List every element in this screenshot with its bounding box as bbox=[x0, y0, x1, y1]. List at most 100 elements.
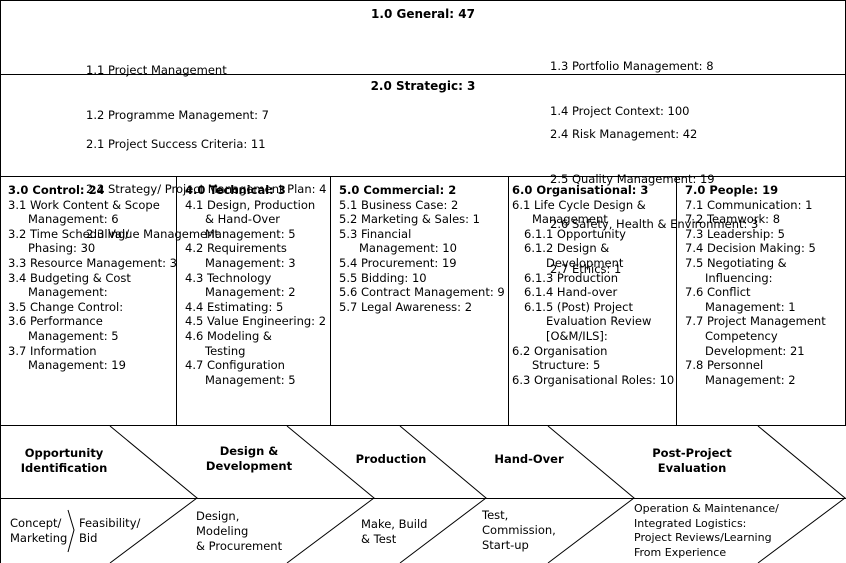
strategic-item: 2.7 Ethics: 1 bbox=[550, 262, 622, 276]
competency-line: 7.8 Personnel bbox=[685, 358, 764, 373]
general-title: 1.0 General: 47 bbox=[371, 7, 475, 21]
phase-production: Production bbox=[355, 452, 427, 466]
competency-line: Testing bbox=[205, 343, 246, 358]
competency-line: 5.3 Financial bbox=[339, 226, 412, 241]
column-title: 6.0 Organisational: 3 bbox=[512, 183, 649, 197]
competency-line: 5.1 Business Case: 2 bbox=[339, 197, 459, 212]
competency-line: Management: 6 bbox=[28, 212, 119, 227]
column-title: 4.0 Technical: 3 bbox=[185, 183, 286, 197]
strategic-left-list: 2.1 Project Success Criteria: 11 2.2 Str… bbox=[86, 107, 326, 257]
competency-line: 5.2 Marketing & Sales: 1 bbox=[339, 212, 480, 227]
activity-design-modeling-procurement: Design,Modeling& Procurement bbox=[196, 509, 283, 553]
competency-line: 7.3 Leadership: 5 bbox=[685, 226, 785, 241]
competency-line: Management: 5 bbox=[205, 372, 296, 387]
column-divider-3 bbox=[508, 176, 509, 426]
frame-top bbox=[0, 0, 846, 1]
competency-line: 4.5 Value Engineering: 2 bbox=[185, 314, 327, 329]
competency-line: 6.1.1 Opportunity bbox=[524, 226, 626, 241]
competency-line: 3.3 Resource Management: 3 bbox=[8, 255, 177, 270]
column-divider-4 bbox=[676, 176, 677, 426]
activity-chevron bbox=[67, 509, 75, 553]
competency-line: Management: 19 bbox=[28, 358, 126, 373]
phase-design-development: Design &Development bbox=[205, 444, 293, 473]
competency-line: 6.2 Organisation bbox=[512, 343, 608, 358]
column-divider-2 bbox=[330, 176, 331, 426]
competency-line: Management: 10 bbox=[359, 241, 457, 256]
strategic-right-list: 2.4 Risk Management: 42 2.5 Quality Mana… bbox=[550, 97, 758, 292]
activity-operation-maintenance: Operation & Maintenance/Integrated Logis… bbox=[634, 502, 779, 559]
divider-general bbox=[0, 74, 846, 75]
competency-line: 4.4 Estimating: 5 bbox=[185, 299, 284, 314]
competency-line: 6.1.4 Hand-over bbox=[524, 285, 618, 300]
competency-line: & Hand-Over bbox=[205, 212, 281, 227]
competency-line: Phasing: 30 bbox=[28, 241, 96, 256]
competency-line: Management: 2 bbox=[705, 372, 796, 387]
column-title: 7.0 People: 19 bbox=[685, 183, 779, 197]
general-right-list: 1.3 Portfolio Management: 8 1.4 Project … bbox=[550, 29, 714, 134]
competency-line: Competency bbox=[705, 328, 778, 343]
phase-hand-over: Hand-Over bbox=[494, 452, 564, 466]
general-left-list: 1.1 Project Management 1.2 Programme Man… bbox=[86, 33, 269, 138]
competency-line: Management: 1 bbox=[705, 299, 796, 314]
competency-line: 7.7 Project Management bbox=[685, 314, 826, 329]
phase-chevron bbox=[399, 425, 487, 563]
competency-line: 7.5 Negotiating & bbox=[685, 255, 787, 270]
competency-line: 3.7 Information bbox=[8, 343, 97, 358]
general-item: 1.1 Project Management bbox=[86, 63, 227, 77]
activity-concept-marketing: Concept/Marketing bbox=[10, 516, 68, 545]
competency-line: Management: 2 bbox=[205, 285, 296, 300]
phase-chevron bbox=[286, 425, 375, 563]
competency-line: 7.6 Conflict bbox=[685, 285, 751, 300]
competency-line: 4.1 Design, Production bbox=[185, 197, 316, 212]
competency-line: Influencing: bbox=[705, 270, 773, 285]
strategic-item: 2.2 Strategy/ Project Management Plan: 4 bbox=[86, 182, 327, 196]
activity-test-commission-startup: Test,Commission,Start-up bbox=[482, 508, 556, 552]
competency-line: 6.3 Organisational Roles: 10 bbox=[512, 372, 675, 387]
column-title: 3.0 Control: 24 bbox=[8, 183, 105, 197]
competency-line: Development bbox=[546, 255, 624, 270]
competency-line: 7.2 Teamwork: 8 bbox=[685, 212, 781, 227]
competency-line: Management: 3 bbox=[205, 255, 296, 270]
competency-line: Management: 5 bbox=[28, 328, 119, 343]
competency-line: 4.6 Modeling & bbox=[185, 328, 272, 343]
strategic-item: 2.5 Quality Management: 19 bbox=[550, 172, 715, 186]
divider-strategic bbox=[0, 176, 846, 177]
competency-line: 5.4 Procurement: 19 bbox=[339, 255, 457, 270]
competency-line: Structure: 5 bbox=[532, 358, 601, 373]
competency-line: 5.7 Legal Awareness: 2 bbox=[339, 299, 473, 314]
competency-line: 3.5 Change Control: bbox=[8, 299, 124, 314]
strategic-item: 2.1 Project Success Criteria: 11 bbox=[86, 137, 266, 151]
competency-line: 6.1.5 (Post) Project bbox=[524, 299, 633, 314]
strategic-item: 2.6 Safety, Health & Environment: 3 bbox=[550, 217, 759, 231]
column-divider-1 bbox=[176, 176, 177, 426]
competency-line: 5.6 Contract Management: 9 bbox=[339, 285, 505, 300]
phase-chevron bbox=[109, 425, 198, 563]
competency-line: Management: bbox=[28, 285, 108, 300]
competency-line: 7.4 Decision Making: 5 bbox=[685, 241, 816, 256]
competency-line: 6.1 Life Cycle Design & bbox=[512, 197, 646, 212]
strategic-item: 2.3 Value Management bbox=[86, 227, 219, 241]
phase-chevron bbox=[757, 425, 846, 563]
competency-line: Management: 5 bbox=[205, 226, 296, 241]
competency-line: 5.5 Bidding: 10 bbox=[339, 270, 427, 285]
general-item: 1.2 Programme Management: 7 bbox=[86, 108, 270, 122]
frame-left bbox=[0, 0, 1, 563]
general-item: 1.4 Project Context: 100 bbox=[550, 104, 690, 118]
competency-line: 4.7 Configuration bbox=[185, 358, 285, 373]
competency-line: 3.4 Budgeting & Cost bbox=[8, 270, 131, 285]
divider-columns bbox=[0, 425, 846, 426]
competency-line: 6.1.2 Design & bbox=[524, 241, 610, 256]
competency-line: Evaluation Review bbox=[546, 314, 652, 329]
competency-line: 4.2 Requirements bbox=[185, 241, 287, 256]
activity-feasibility-bid: Feasibility/Bid bbox=[79, 516, 141, 545]
activity-make-build-test: Make, Build& Test bbox=[361, 517, 428, 546]
competency-line: 3.1 Work Content & Scope bbox=[8, 197, 160, 212]
competency-line: Management bbox=[532, 212, 608, 227]
